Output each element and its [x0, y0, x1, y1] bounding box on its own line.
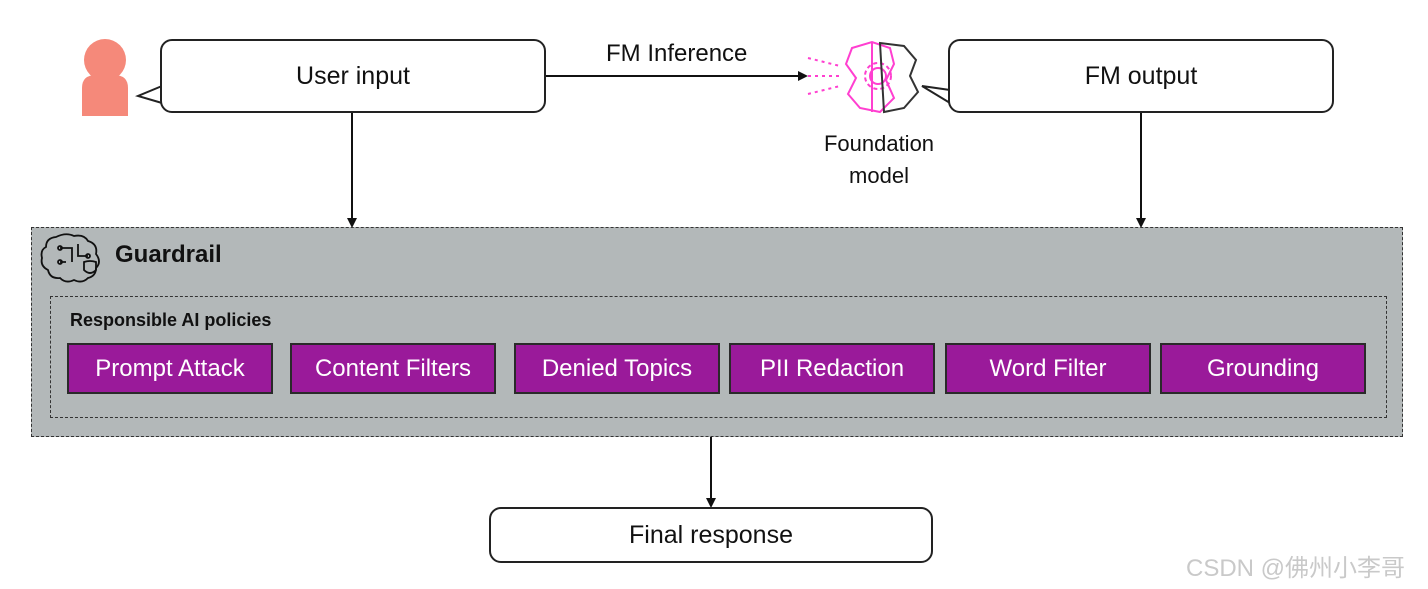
- policies-title: Responsible AI policies: [70, 310, 272, 330]
- fm-inference-label: FM Inference: [606, 40, 748, 67]
- foundation-model-outline: [878, 41, 920, 114]
- output-bubble-tail: [921, 85, 952, 105]
- policy-word-filter: Word Filter: [945, 343, 1151, 394]
- policies-panel: [50, 296, 1387, 418]
- policy-prompt-attack: Prompt Attack: [67, 343, 273, 394]
- user-icon: [82, 39, 128, 116]
- foundation-model-line1: Foundation: [823, 131, 935, 156]
- user-input-label: User input: [296, 61, 410, 90]
- policy-content-filters: Content Filters: [290, 343, 496, 394]
- user-input-box: User input: [160, 39, 546, 113]
- foundation-model-icon: [807, 40, 896, 114]
- fm-output-box: FM output: [948, 39, 1334, 113]
- fm-output-label: FM output: [1084, 61, 1198, 90]
- policy-pii-redaction: PII Redaction: [729, 343, 935, 394]
- watermark: CSDN @佛州小李哥: [1186, 555, 1406, 582]
- policy-grounding: Grounding: [1160, 343, 1366, 394]
- foundation-model-line2: model: [849, 163, 909, 188]
- guardrail-title: Guardrail: [115, 241, 222, 268]
- final-response-box: Final response: [489, 507, 933, 563]
- foundation-model-label: Foundation model: [815, 128, 943, 192]
- final-response-label: Final response: [629, 520, 793, 549]
- guardrail-panel: [31, 227, 1403, 437]
- policy-denied-topics: Denied Topics: [514, 343, 720, 394]
- user-bubble-tail: [135, 84, 164, 105]
